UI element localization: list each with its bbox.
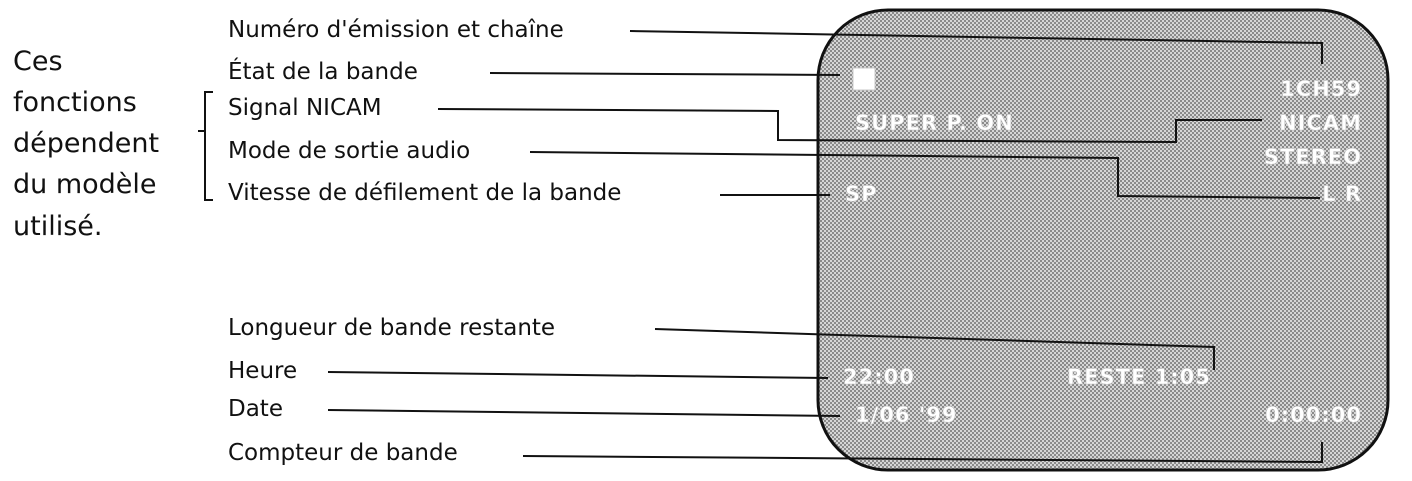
tape-state-icon <box>852 67 876 91</box>
note-line-5: utilisé. <box>13 211 102 242</box>
note-line-4: du modèle <box>13 169 157 200</box>
label-date: Date <box>228 396 283 422</box>
osd-nicam: NICAM <box>1279 111 1362 135</box>
leader-remaining <box>654 328 1215 370</box>
label-audio-mode: Mode de sortie audio <box>228 138 470 164</box>
leader-channel <box>629 30 1323 64</box>
leader-time <box>327 371 829 379</box>
label-nicam-signal: Signal NICAM <box>228 95 382 121</box>
osd-stereo: STEREO <box>1264 145 1362 169</box>
osd-counter: 0:00:00 <box>1265 403 1362 427</box>
label-tape-speed: Vitesse de défilement de la bande <box>228 180 621 206</box>
osd-remaining: RESTE 1:05 <box>1067 365 1211 389</box>
leader-audio <box>529 151 1321 199</box>
note-line-1: Ces <box>13 46 63 77</box>
osd-super: SUPER P. ON <box>855 111 1014 135</box>
bracket <box>198 91 213 201</box>
label-time: Heure <box>228 358 297 384</box>
osd-date: 1/06 '99 <box>855 403 957 427</box>
osd-lr: L R <box>1322 182 1362 206</box>
label-remaining: Longueur de bande restante <box>228 315 555 341</box>
label-tape-state: État de la bande <box>228 57 418 85</box>
osd-speed: SP <box>845 182 878 206</box>
note-line-2: fonctions <box>13 87 137 118</box>
leader-counter <box>522 442 1323 464</box>
label-channel: Numéro d'émission et chaîne <box>228 17 564 43</box>
osd-time: 22:00 <box>843 365 915 389</box>
note-line-3: dépendent <box>13 128 159 159</box>
tv-screen <box>816 8 1390 472</box>
leader-tape-state <box>489 72 841 76</box>
leader-nicam <box>437 108 1262 144</box>
leader-date <box>327 409 841 417</box>
label-counter: Compteur de bande <box>228 440 458 466</box>
osd-channel: 1CH59 <box>1280 77 1362 101</box>
